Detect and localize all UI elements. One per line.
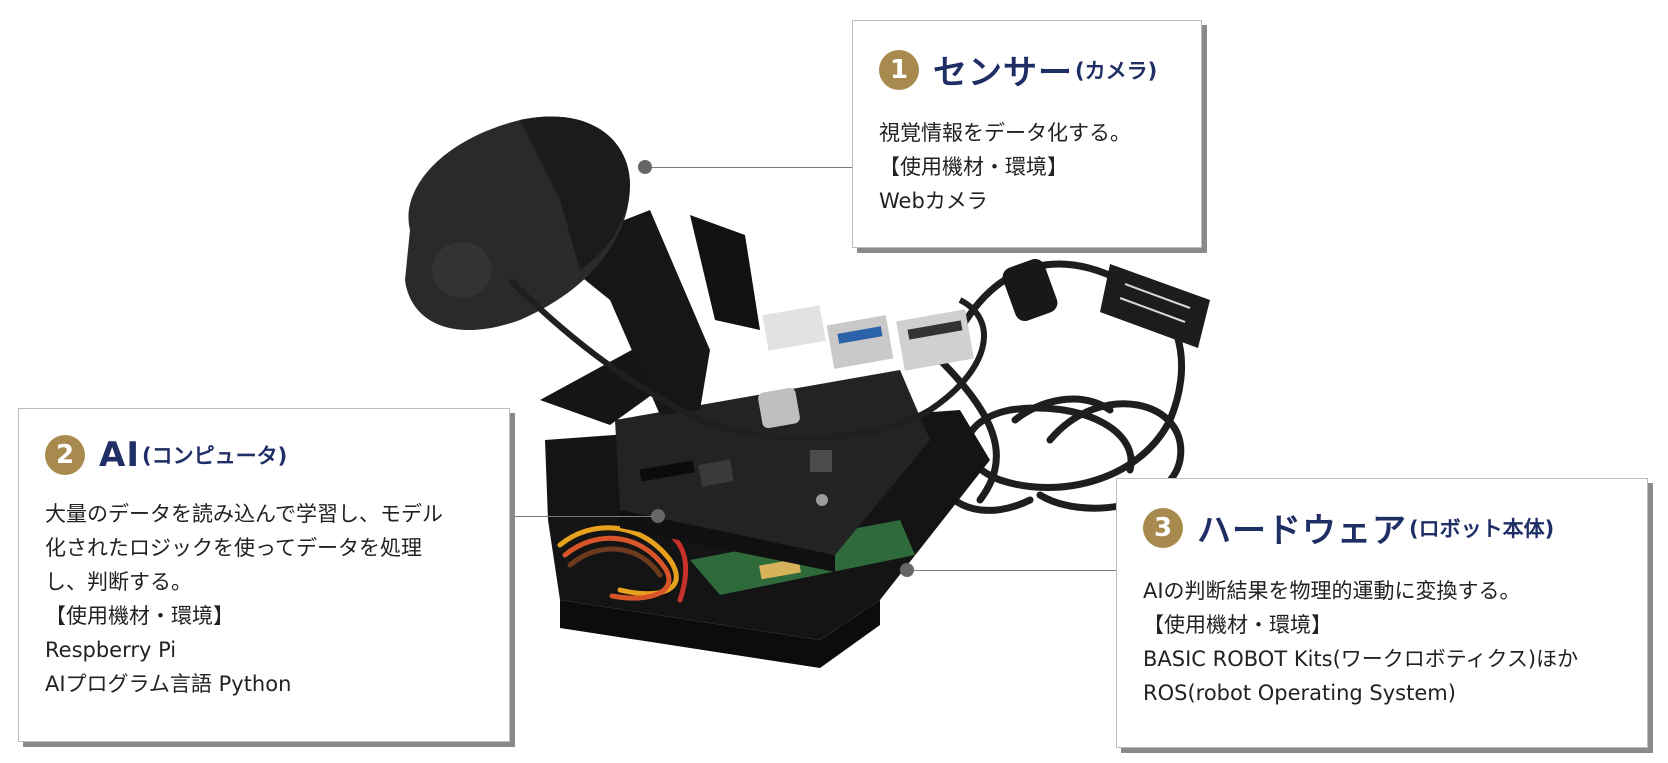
sensor-description: 視覚情報をデータ化する。 【使用機材・環境】 Webカメラ bbox=[879, 116, 1201, 218]
ai-leader-dot bbox=[651, 509, 665, 523]
description-line: 【使用機材・環境】 bbox=[879, 155, 1068, 179]
hardware-callout: 3 ハードウェア (ロボット本体) AIの判断結果を物理的運動に変換する。 【使… bbox=[1116, 478, 1648, 748]
description-line: 大量のデータを読み込んで学習し、モデル bbox=[45, 502, 443, 526]
number-badge: 2 bbox=[45, 435, 85, 475]
sensor-callout: 1 センサー (カメラ) 視覚情報をデータ化する。 【使用機材・環境】 Webカ… bbox=[852, 20, 1202, 248]
description-line: Respberry Pi bbox=[45, 638, 177, 662]
camera-cable bbox=[507, 277, 987, 442]
description-line: し、判断する。 bbox=[45, 570, 192, 594]
webcam bbox=[405, 116, 630, 331]
description-line: ROS(robot Operating System) bbox=[1143, 681, 1456, 705]
number-badge: 1 bbox=[879, 49, 919, 90]
hardware-callout-header: 3 ハードウェア (ロボット本体) bbox=[1143, 503, 1647, 552]
description-line: 【使用機材・環境】 bbox=[45, 604, 234, 628]
ai-callout-header: 2 AI (コンピュータ) bbox=[45, 435, 509, 475]
sensor-leader-dot bbox=[638, 160, 652, 174]
description-line: Webカメラ bbox=[879, 189, 988, 213]
hardware-subtitle: (ロボット本体) bbox=[1409, 516, 1555, 541]
ferrite-core bbox=[1002, 258, 1058, 322]
ai-callout: 2 AI (コンピュータ) 大量のデータを読み込んで学習し、モデル 化されたロジ… bbox=[18, 408, 510, 742]
hardware-description: AIの判断結果を物理的運動に変換する。 【使用機材・環境】 BASIC ROBO… bbox=[1143, 574, 1647, 710]
sensor-subtitle: (カメラ) bbox=[1075, 58, 1158, 83]
description-line: BASIC ROBOT Kits(ワークロボティクス)ほか bbox=[1143, 647, 1579, 671]
description-line: AIの判断結果を物理的運動に変換する。 bbox=[1143, 579, 1521, 603]
sensor-callout-header: 1 センサー (カメラ) bbox=[879, 45, 1201, 94]
ai-description: 大量のデータを読み込んで学習し、モデル 化されたロジックを使ってデータを処理 し… bbox=[45, 497, 509, 701]
number-badge: 3 bbox=[1143, 507, 1183, 548]
description-line: 視覚情報をデータ化する。 bbox=[879, 121, 1131, 145]
ai-leader-line bbox=[510, 516, 652, 517]
ai-title: AI bbox=[99, 435, 140, 475]
hardware-title: ハードウェア bbox=[1197, 511, 1407, 551]
description-line: 【使用機材・環境】 bbox=[1143, 613, 1332, 637]
sensor-title: センサー bbox=[933, 53, 1073, 93]
sensor-leader-line bbox=[652, 167, 852, 168]
ai-subtitle: (コンピュータ) bbox=[141, 444, 288, 468]
hardware-leader-dot bbox=[900, 563, 914, 577]
hardware-leader-line bbox=[914, 570, 1116, 571]
description-line: AIプログラム言語 Python bbox=[45, 672, 292, 696]
usb-ports bbox=[762, 305, 974, 371]
cable-tag bbox=[1100, 264, 1210, 348]
description-line: 化されたロジックを使ってデータを処理 bbox=[45, 536, 422, 560]
